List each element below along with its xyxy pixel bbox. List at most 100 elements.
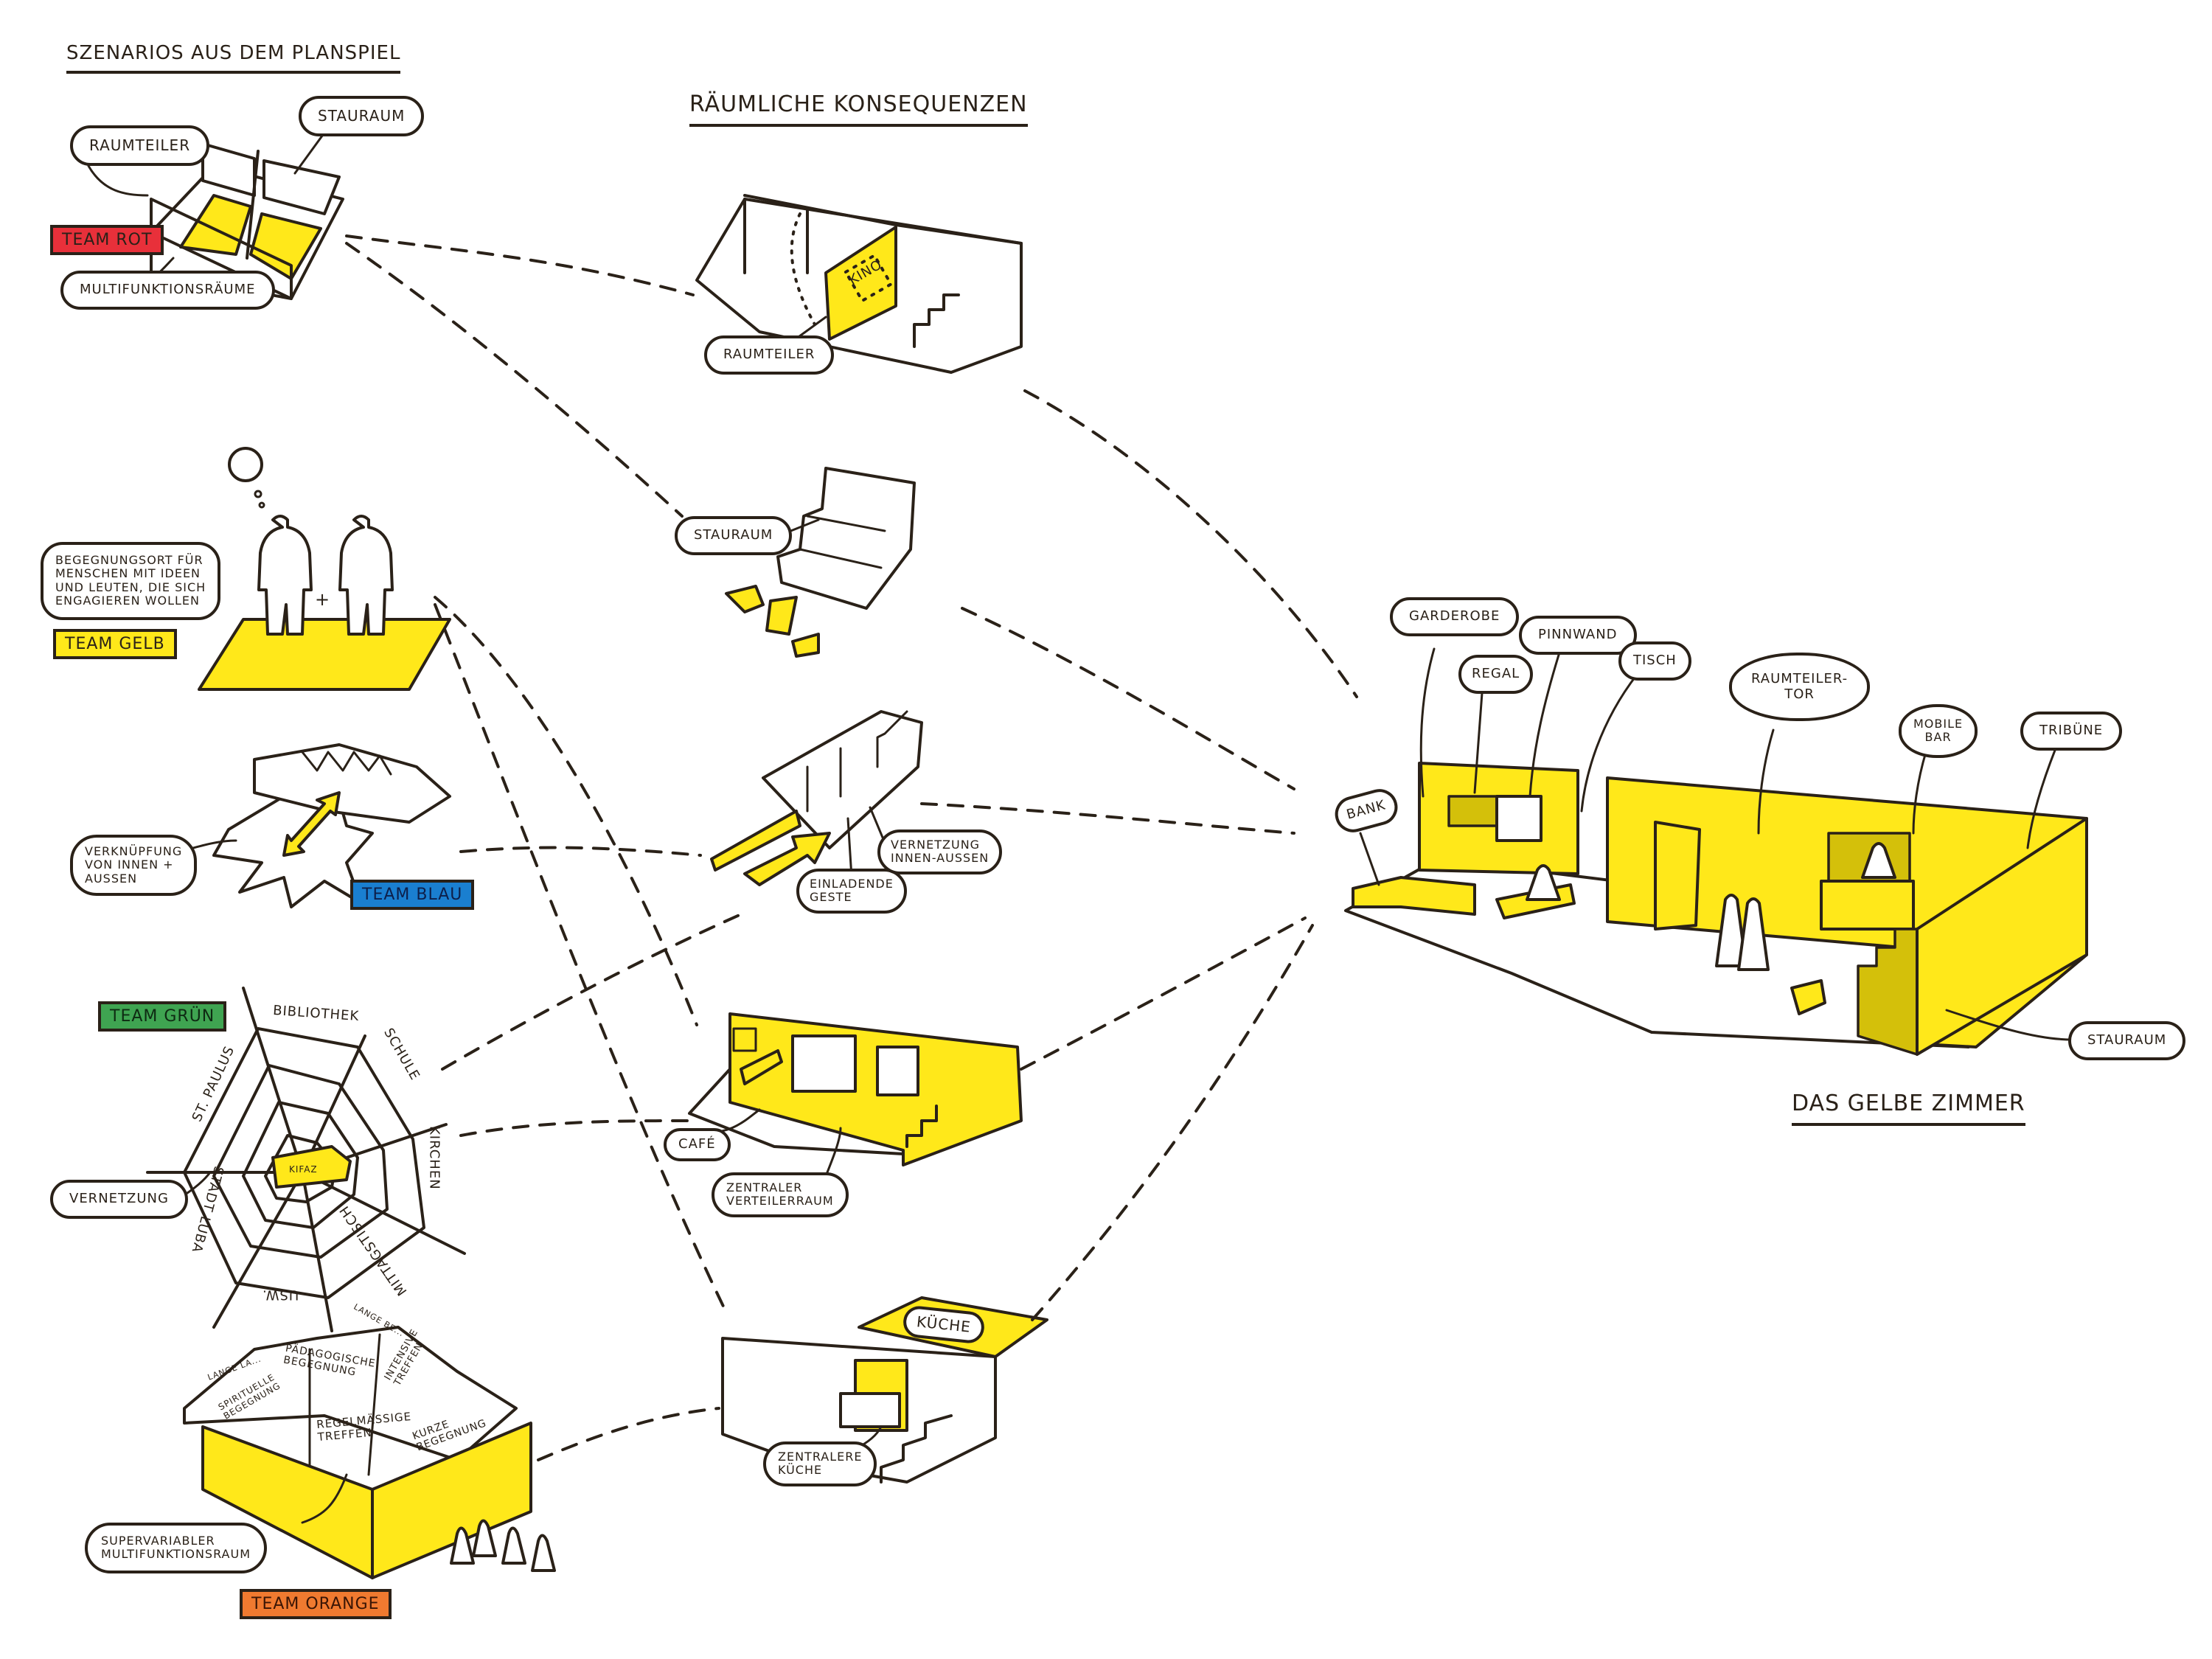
arrow-geste-to-zimmer bbox=[920, 802, 1295, 835]
bubble-line: Zentralere bbox=[778, 1450, 863, 1464]
bubble-line: Begegnungsort für bbox=[55, 553, 204, 567]
kino-sketch bbox=[695, 194, 1023, 374]
pointer-lines bbox=[87, 131, 2073, 1524]
connectors bbox=[345, 234, 1358, 1461]
arrow-kino-to-zimmer bbox=[1023, 389, 1358, 698]
tribuene-side bbox=[1916, 817, 2088, 1056]
bubble-line: Einladende bbox=[810, 877, 894, 891]
doorway bbox=[791, 1034, 857, 1093]
bubble-line: Verteilerraum bbox=[726, 1194, 834, 1208]
web-node-usw: usw. bbox=[262, 1287, 299, 1303]
bubble-line: und Leuten, die sich bbox=[55, 580, 206, 594]
bubble-cafe: Café bbox=[664, 1128, 731, 1161]
person-icon bbox=[257, 515, 313, 636]
bubble-vernetzung: Vernetzung bbox=[50, 1180, 188, 1219]
bubble-line: Raumteiler- bbox=[1751, 671, 1848, 686]
bubble-begegnungsort: Begegnungsort für Menschen mit Ideen und… bbox=[41, 542, 221, 620]
bubble-stauraum-tribuene: Stauraum bbox=[2068, 1021, 2186, 1060]
bubble-garderobe: Garderobe bbox=[1390, 597, 1520, 636]
team-gruen-sketch bbox=[146, 987, 466, 1332]
bubble-stauraum-stairs: Stauraum bbox=[675, 516, 793, 555]
team-blau-sketch bbox=[212, 743, 451, 908]
arrow-stauraum-to-zimmer bbox=[961, 607, 1295, 790]
bubble-line: engagieren wollen bbox=[55, 594, 200, 608]
person-icon bbox=[338, 515, 394, 636]
team-gelb-sketch bbox=[198, 447, 451, 691]
bubble-line: Zentraler bbox=[726, 1180, 803, 1194]
stool bbox=[765, 596, 798, 636]
arrow-kueche-to-zimmer bbox=[1031, 924, 1314, 1321]
kino-screen-divider bbox=[824, 226, 897, 341]
web-node-kirchen: Kirchen bbox=[426, 1126, 442, 1190]
bubble-raumteiler: Raumteiler bbox=[70, 125, 210, 166]
bubble-line: Verknüpfung bbox=[85, 844, 183, 858]
yellow-mat bbox=[198, 618, 451, 691]
kitchen-counter bbox=[839, 1392, 901, 1428]
arrow-gelb-to-kueche bbox=[434, 603, 728, 1314]
arrow-rot-to-kino bbox=[345, 234, 695, 296]
bubble-tisch: Tisch bbox=[1618, 641, 1691, 681]
bubble-raumteiler-kino: Raumteiler bbox=[704, 335, 835, 375]
team-badge-orange: Team Orange bbox=[240, 1589, 392, 1620]
bubble-line: Bar bbox=[1924, 730, 1952, 745]
bubble-zentraler-verteilerraum: Zentraler Verteilerraum bbox=[712, 1172, 849, 1217]
team-badge-blau: Team Blau bbox=[350, 880, 475, 911]
arrow-gruen-to-geste bbox=[441, 913, 742, 1071]
arrow-cafe-to-zimmer bbox=[1020, 917, 1307, 1071]
gelbe-zimmer-sketch bbox=[1344, 762, 2088, 1056]
arrow-rot-to-stauraum bbox=[345, 242, 684, 518]
yellow-bench bbox=[710, 810, 801, 872]
bubble-line: Aussen bbox=[85, 871, 138, 886]
bubble-einladende-geste: Einladende Geste bbox=[796, 869, 907, 914]
lightbulb-icon bbox=[228, 447, 263, 482]
bubble-line: Geste bbox=[810, 890, 852, 905]
double-arrow-icon bbox=[282, 791, 341, 857]
steps bbox=[880, 1414, 953, 1484]
steps bbox=[913, 293, 960, 348]
bubble-line: Tor bbox=[1784, 686, 1815, 702]
pinnwand-board bbox=[1495, 795, 1543, 842]
kitchen-hatch bbox=[876, 1046, 919, 1096]
bubble-raumteiler-tor: Raumteiler- Tor bbox=[1729, 653, 1871, 722]
bubble-line: Mobile bbox=[1913, 717, 1964, 731]
bank-bench bbox=[1352, 876, 1476, 916]
bubble-line: von Innen + bbox=[85, 858, 174, 872]
person-icon bbox=[1737, 897, 1770, 971]
mobile-bar-counter bbox=[1820, 880, 1915, 931]
team-badge-rot: Team Rot bbox=[50, 225, 164, 256]
welcome-arrow-icon bbox=[743, 832, 831, 886]
bubble-mobile-bar: Mobile Bar bbox=[1899, 704, 1978, 758]
kifaz-building bbox=[271, 1145, 352, 1189]
einladende-geste-sketch bbox=[710, 710, 923, 886]
web-outer bbox=[183, 1027, 425, 1299]
plus-sign: + bbox=[315, 589, 331, 610]
bubble-stauraum: Stauraum bbox=[299, 96, 425, 136]
bubble-tribuene: Tribüne bbox=[2020, 712, 2123, 751]
stool bbox=[725, 585, 765, 613]
shelf-right bbox=[262, 159, 341, 215]
cafe-table bbox=[740, 1049, 783, 1085]
divider-wall bbox=[246, 150, 260, 260]
cafe-sketch bbox=[688, 1012, 1023, 1166]
person-icon bbox=[1861, 842, 1896, 879]
stauraum-stairs-sketch bbox=[725, 467, 916, 658]
bubble-line: Multifunktionsraum bbox=[101, 1547, 251, 1562]
bubble-line: Vernetzung bbox=[891, 838, 981, 852]
bubble-line: Küche bbox=[778, 1463, 823, 1478]
bubble-line: Innen-Aussen bbox=[891, 851, 990, 866]
stool bbox=[1790, 979, 1826, 1015]
building-blocks bbox=[253, 743, 451, 824]
bubble-zentralere-kueche: Zentralere Küche bbox=[763, 1441, 877, 1486]
floor-left bbox=[179, 194, 252, 256]
person-icon bbox=[501, 1526, 526, 1565]
heading-consequences: Räumliche Konsequenzen bbox=[689, 91, 1028, 127]
team-badge-gelb: Team Gelb bbox=[53, 629, 177, 660]
team-badge-gruen: Team Grün bbox=[98, 1001, 227, 1032]
bubble-multifunktionsraeume: Multifunktionsräume bbox=[60, 271, 275, 310]
person-icon bbox=[531, 1534, 556, 1572]
arrow-orange-to-kueche bbox=[537, 1407, 720, 1461]
web-center-kifaz: KiFaZ bbox=[289, 1164, 318, 1175]
arrow-gruen-to-cafe bbox=[459, 1119, 691, 1137]
bubble-supervariabler: Supervariabler Multifunktionsraum bbox=[85, 1523, 267, 1573]
